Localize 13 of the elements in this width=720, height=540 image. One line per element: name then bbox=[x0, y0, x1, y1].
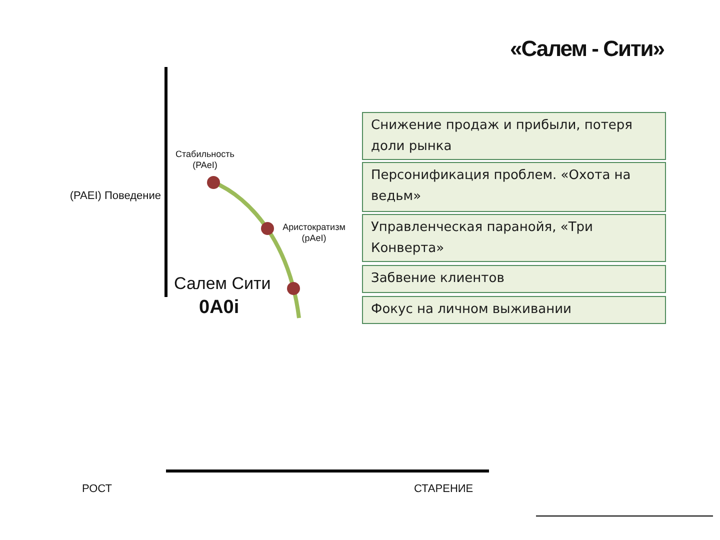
axis-label: РОСТ bbox=[82, 482, 112, 496]
note-box: Фокус на личном выживании bbox=[362, 296, 666, 324]
note-box: Управленческая паранойя, «Три Конверта» bbox=[362, 214, 666, 262]
note-box: Забвение клиентов bbox=[362, 265, 666, 293]
note-box: Персонификация проблем. «Охота на ведьм» bbox=[362, 162, 666, 212]
point-label: Аристократизм (pAeI) bbox=[282, 222, 346, 244]
stage-name: Салем Сити bbox=[174, 274, 271, 294]
note-box: Снижение продаж и прибыли, потеря доли рынка bbox=[362, 112, 666, 160]
axis-label: (PAEI) Поведение bbox=[68, 189, 161, 203]
axis-label: СТАРЕНИЕ bbox=[414, 482, 474, 496]
point-label: Стабильность (PAeI) bbox=[174, 149, 236, 171]
title: «Салем - Сити» bbox=[508, 36, 666, 62]
stage-code: 0A0i bbox=[199, 297, 240, 319]
